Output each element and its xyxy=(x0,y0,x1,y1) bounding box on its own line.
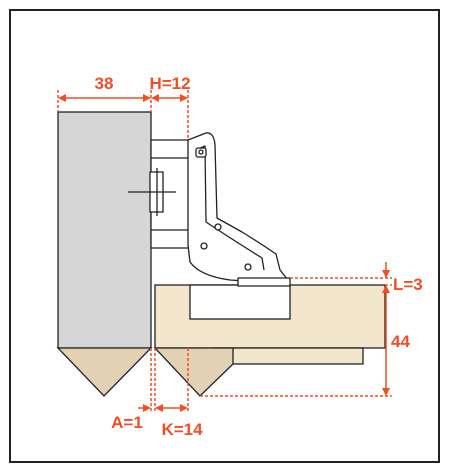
dim-44-label: 44 xyxy=(391,332,410,351)
dim-38-label: 38 xyxy=(95,74,114,93)
door-panel xyxy=(153,284,386,397)
dim-a-label: A=1 xyxy=(111,413,143,432)
dim-k-label: K=14 xyxy=(161,420,203,439)
hinge-mechanism xyxy=(128,132,291,287)
cabinet-side-panel xyxy=(56,111,153,397)
dim-h-label: H=12 xyxy=(149,74,190,93)
dimension-lines xyxy=(57,90,392,412)
dim-l-label: L=3 xyxy=(393,275,423,294)
dimension-labels: 38 H=12 L=3 44 A=1 K=14 xyxy=(95,74,423,439)
dimension-arrowheads xyxy=(58,94,390,412)
